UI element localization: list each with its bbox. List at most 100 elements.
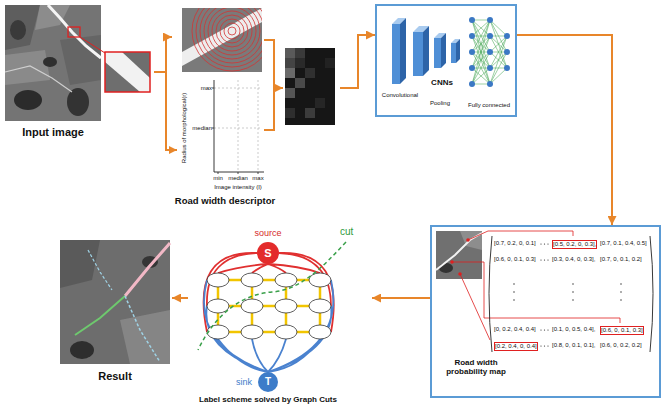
road-result: [125, 296, 160, 362]
dense-links: [472, 20, 507, 84]
ellipsis: [513, 243, 621, 346]
matrix-cell: [0.6, 0, 0.1, 0.3]: [600, 326, 644, 335]
sink-links: [204, 280, 333, 372]
pixel: [305, 108, 315, 118]
pixel: [295, 48, 305, 58]
dot: [540, 243, 541, 244]
dot: [540, 329, 541, 330]
road-result: [88, 250, 112, 290]
pixel: [305, 68, 315, 78]
circle: [204, 8, 260, 59]
flow-arrow: [154, 37, 172, 72]
pixel-node: [309, 273, 331, 287]
neuron: [504, 49, 510, 55]
pixel: [295, 58, 305, 68]
pixel-node: [241, 273, 263, 287]
pixel-node: [275, 299, 297, 313]
pixel-node: [275, 273, 297, 287]
neuron: [469, 65, 475, 71]
dot: [620, 299, 621, 300]
node-heading: source: [254, 228, 281, 238]
map-thumbnail: [436, 231, 482, 279]
layer: [423, 26, 429, 76]
probability-map-box: Road width probability map: [430, 225, 661, 398]
bracket: [166, 72, 177, 150]
panel-title: Label scheme solved by Graph Cuts: [199, 395, 337, 404]
lake: [70, 341, 94, 359]
circle: [192, 8, 262, 71]
pixel: [285, 68, 295, 78]
neuron: [504, 33, 510, 39]
matrix-cell: [0.7, 0.2, 0, 0.1]: [494, 240, 536, 247]
axis-tick: max: [201, 85, 212, 92]
layer: [413, 32, 423, 76]
descriptor-panel: Road width descriptor: [172, 4, 340, 210]
road: [5, 66, 72, 92]
pixel-nodes: [207, 273, 331, 339]
lake: [67, 88, 89, 116]
matrix-cell: [0.1, 0, 0.5, 0.4],: [552, 326, 595, 333]
dot: [513, 299, 514, 300]
neuron: [469, 17, 475, 23]
circle: [216, 15, 248, 47]
image-panel: Input image: [4, 4, 154, 142]
feature-patch: [285, 48, 335, 125]
panel-title: Input image: [22, 126, 84, 139]
layer: [441, 33, 446, 68]
dot: [513, 283, 514, 284]
zoom-line: [80, 37, 105, 53]
connectors: [154, 35, 612, 298]
node-symbol: T: [258, 372, 278, 392]
crop-box: [68, 27, 80, 37]
dot: [572, 283, 573, 284]
axis-label: Image intensity (I): [214, 184, 262, 191]
pixel: [315, 98, 325, 108]
neuron: [469, 81, 475, 87]
matrix-cell: [0.8, 0, 0.1, 0.1],: [552, 342, 595, 349]
panel-title: Road width descriptor: [175, 196, 275, 207]
lake: [43, 57, 57, 67]
matrix-cell: [0.6, 0, 0.2, 0.2]: [600, 342, 642, 349]
neuron: [469, 49, 475, 55]
layer-label: Convolutional: [382, 92, 418, 99]
matrix-cell: [0.3, 0.4, 0, 0.3],: [552, 256, 595, 263]
pixel: [325, 58, 335, 68]
node-symbol: S: [257, 242, 279, 264]
field: [5, 5, 40, 50]
ticks: [212, 88, 258, 174]
axis-tick: min: [213, 175, 223, 182]
cnn-box: CNNs: [375, 4, 517, 117]
pixel-node: [241, 325, 263, 339]
graph-cut-panel: Label scheme solved by Graph Cuts sourceS…: [188, 226, 372, 407]
circle: [212, 11, 252, 51]
circle: [200, 8, 262, 63]
layer: [456, 39, 460, 63]
pixel: [285, 108, 295, 118]
node-heading: sink: [236, 377, 252, 387]
lake: [14, 90, 42, 110]
pixel-node: [241, 299, 263, 313]
satellite-image: [5, 5, 101, 121]
flow-arrow: [372, 297, 430, 299]
panel-title: Result: [98, 370, 132, 383]
circle: [196, 8, 262, 67]
matrix-cell: [0.6, 0, 0.1, 0.3]: [494, 256, 536, 263]
axis-tick: max: [252, 175, 263, 182]
road: [436, 233, 482, 270]
result-panel: Result: [56, 236, 172, 386]
circle: [224, 23, 240, 39]
dot: [513, 291, 514, 292]
neuron: [504, 65, 510, 71]
dot: [547, 243, 548, 244]
dot: [544, 259, 545, 260]
neuron: [487, 81, 493, 87]
layer: [400, 18, 406, 84]
lake: [439, 263, 453, 273]
layer: [451, 43, 456, 63]
dot: [572, 291, 573, 292]
dot: [544, 329, 545, 330]
circle: [208, 8, 256, 55]
